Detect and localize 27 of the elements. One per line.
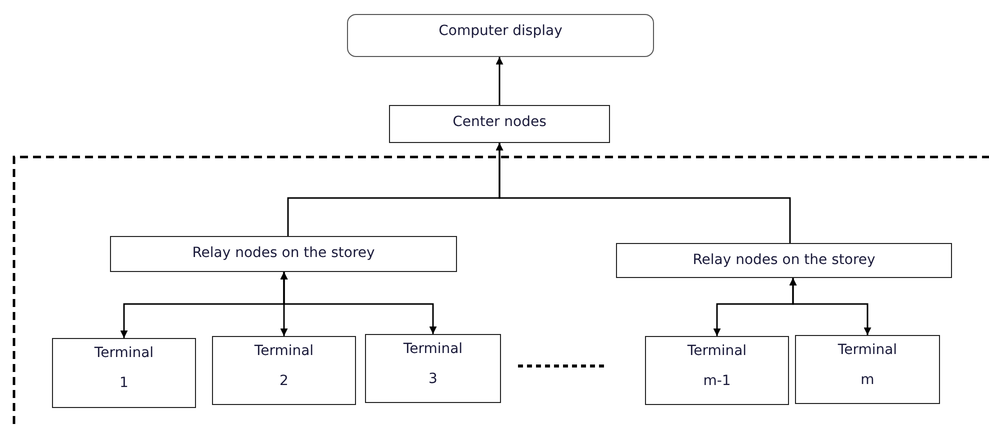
terminal-box: [795, 335, 940, 404]
arrow: [280, 272, 437, 334]
arrow: [789, 278, 872, 335]
node-number: m-1: [702, 373, 732, 389]
node-label: Center nodes: [452, 114, 548, 130]
display-box: [347, 14, 654, 57]
node-label: Terminal: [93, 345, 155, 361]
arrow: [496, 57, 504, 105]
node-label: Terminal: [836, 342, 898, 358]
terminal-box: [52, 338, 196, 408]
terminal-box: [212, 336, 356, 405]
node-label: Relay nodes on the storey: [191, 245, 376, 261]
node-number: m: [860, 372, 876, 388]
node-number: 3: [428, 371, 438, 387]
node-label: Relay nodes on the storey: [692, 252, 876, 268]
node-label: Computer display: [438, 23, 564, 39]
terminal-box: [645, 336, 789, 405]
terminal-box: [365, 334, 501, 403]
process-box: [389, 105, 610, 143]
node-label: Terminal: [402, 341, 464, 357]
node-label: Terminal: [253, 343, 315, 359]
process-box: [616, 243, 952, 278]
node-number: 1: [118, 375, 130, 391]
node-label: Terminal: [686, 343, 748, 359]
node-number: 2: [278, 373, 290, 389]
arrow: [496, 143, 791, 243]
process-box: [110, 236, 457, 272]
